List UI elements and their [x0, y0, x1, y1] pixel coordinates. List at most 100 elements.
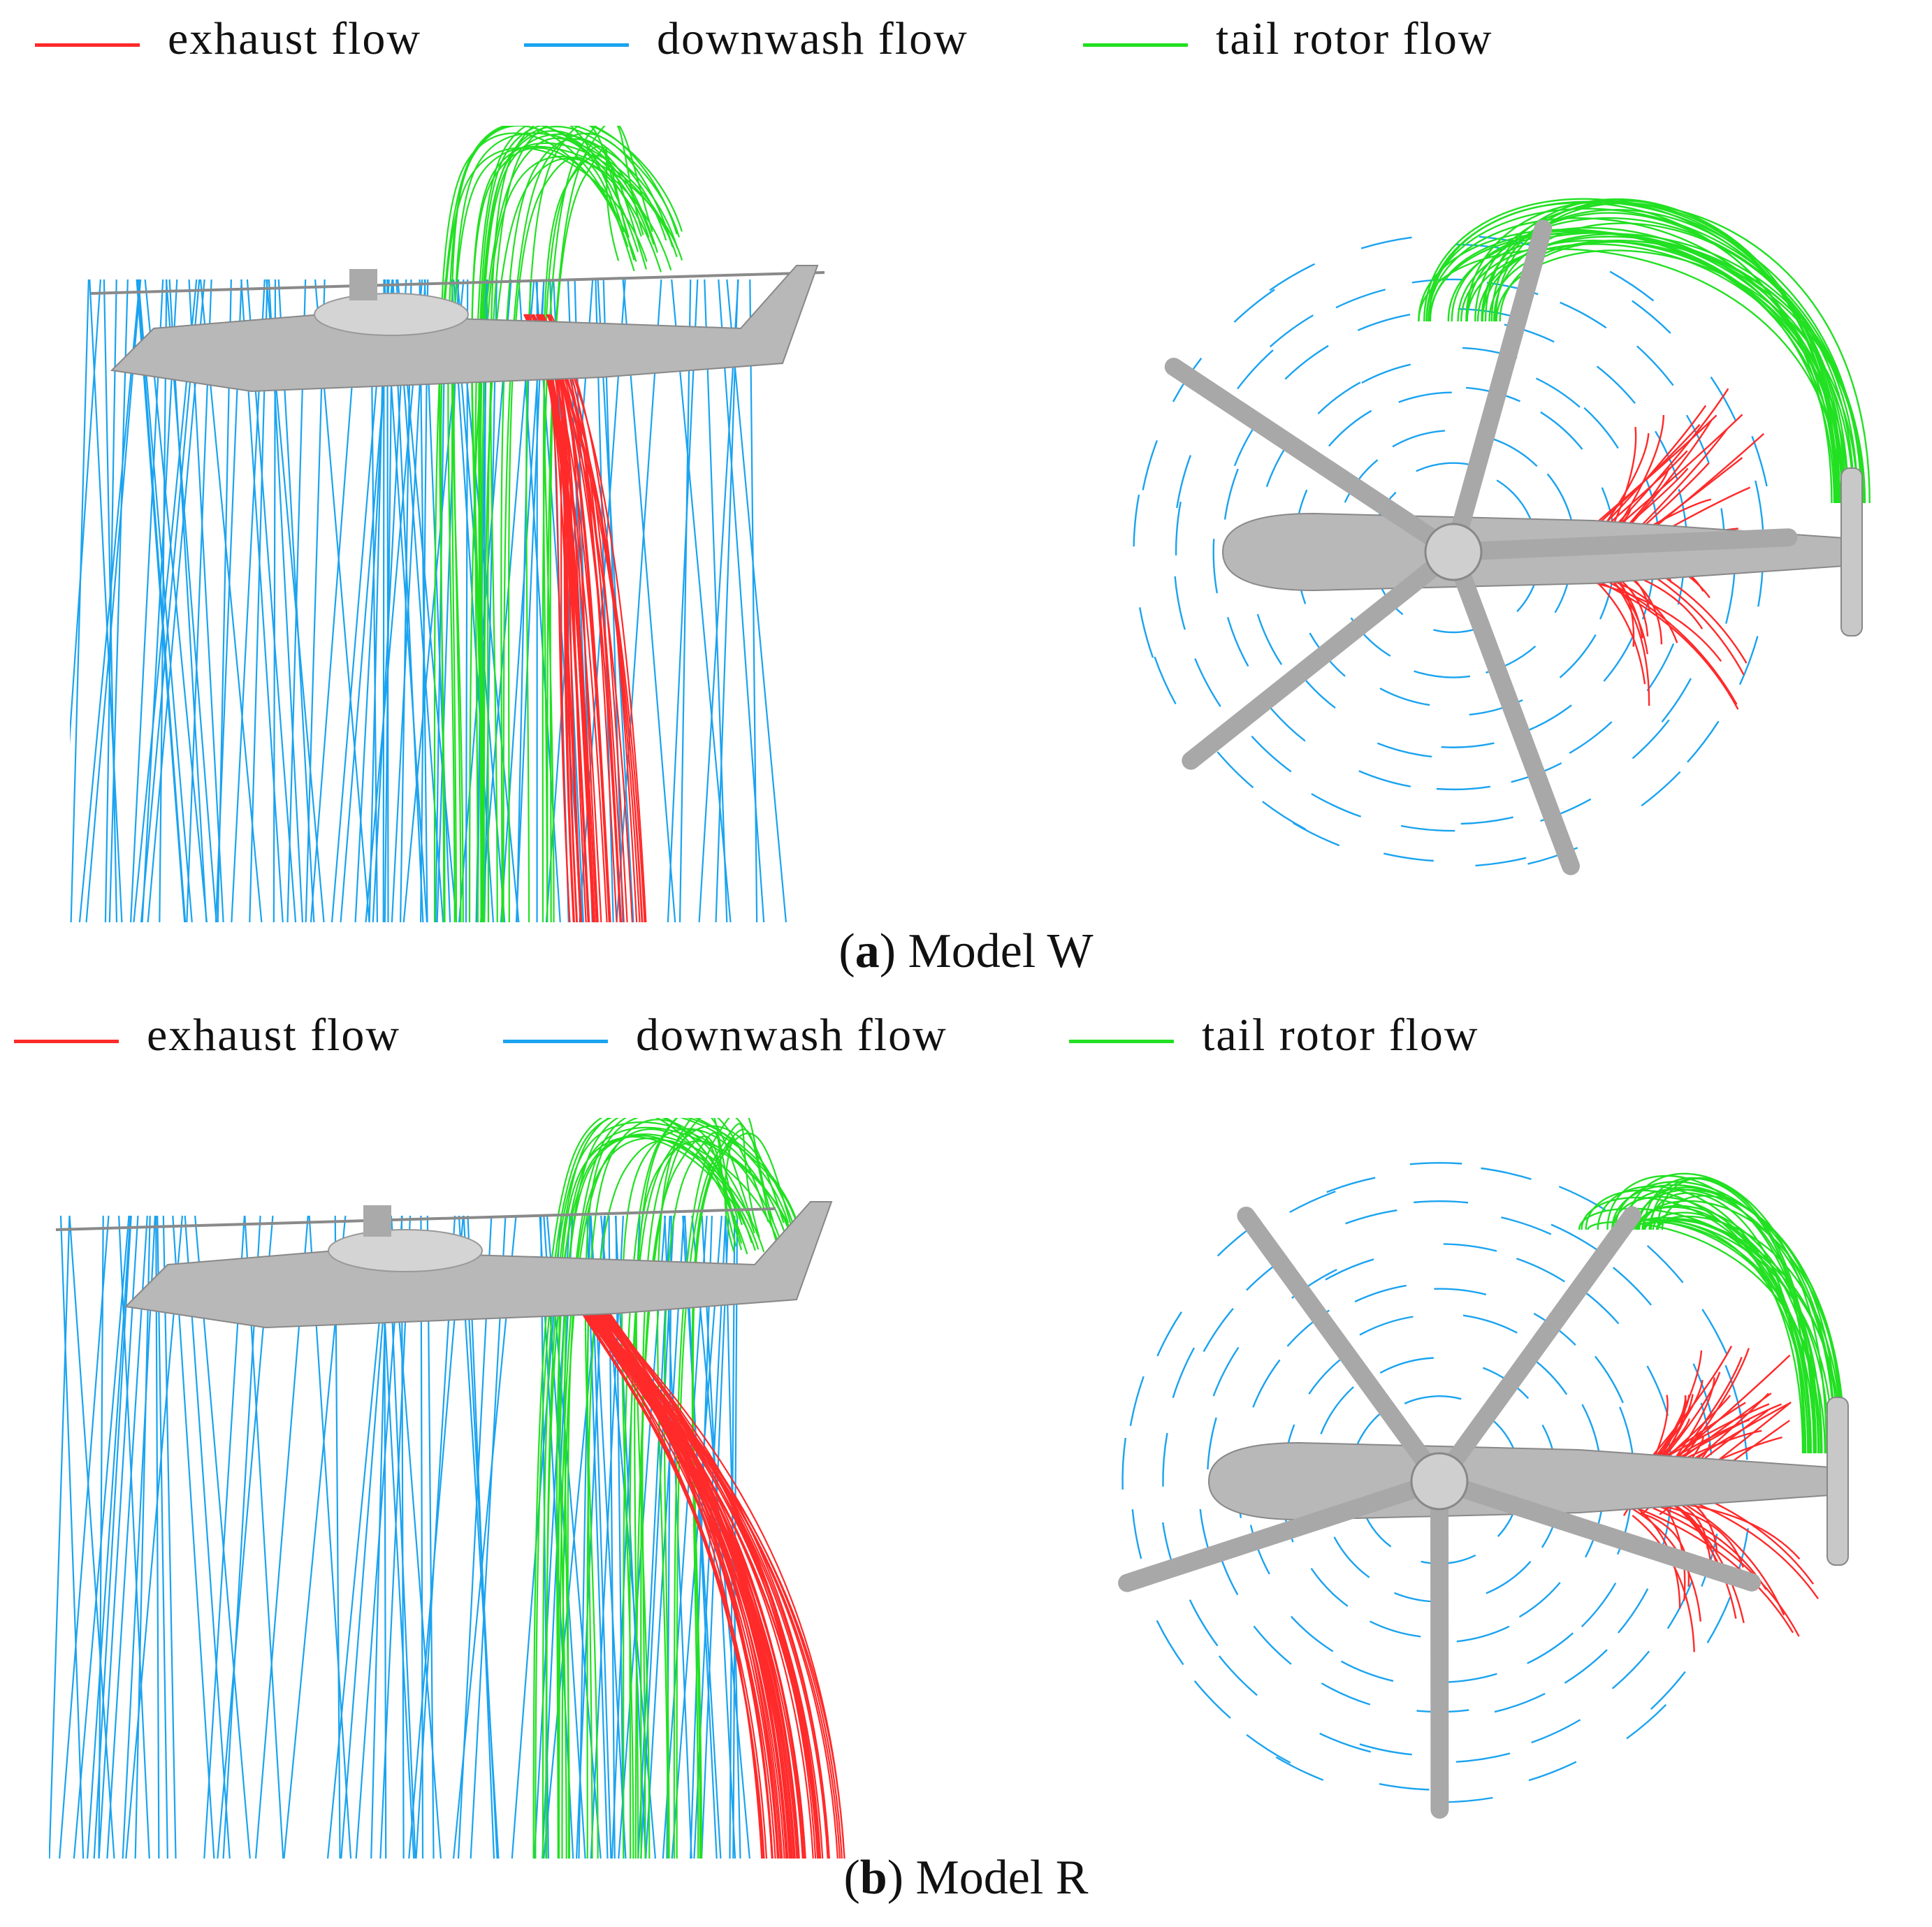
downwash-streamline — [108, 279, 129, 922]
downwash-streamline — [1133, 494, 1140, 547]
downwash-streamline — [144, 279, 208, 922]
caption-b-text: Model R — [915, 1851, 1089, 1905]
downwash-streamline — [1176, 455, 1192, 509]
downwash-streamline — [1504, 323, 1555, 343]
downwash-streamline — [1223, 468, 1239, 520]
downwash-streamline — [1490, 437, 1538, 467]
tail-rotor-streamline — [543, 154, 648, 922]
downwash-streamline — [1310, 1568, 1349, 1607]
downwash-streamline — [1469, 699, 1523, 716]
exhaust-streamline — [1632, 1515, 1695, 1652]
downwash-streamline — [93, 1215, 132, 1859]
downwash-streamline — [199, 279, 263, 922]
downwash-streamline — [698, 279, 739, 922]
downwash-streamline — [1535, 377, 1581, 408]
downwash-streamline — [159, 279, 168, 922]
downwash-streamline — [1414, 670, 1471, 678]
downwash-streamline — [1289, 1191, 1336, 1214]
downwash-streamline — [1359, 1316, 1414, 1336]
downwash-streamline — [386, 279, 389, 922]
tail-rotor-streamline — [451, 126, 642, 922]
tail-rotor-streamline — [525, 126, 630, 922]
downwash-streamline — [1603, 635, 1634, 682]
tail-rotor-streamline — [1614, 1181, 1837, 1454]
downwash-streamline — [172, 1215, 215, 1859]
rotor-hub — [1410, 1452, 1469, 1511]
tail-rotor-streamline — [468, 137, 639, 922]
downwash-streamline — [1256, 613, 1283, 665]
downwash-streamline — [136, 279, 186, 922]
downwash-streamline — [470, 1215, 507, 1859]
downwash-streamline — [1409, 1162, 1462, 1165]
rotor-blade — [1444, 543, 1580, 875]
downwash-streamline — [49, 1215, 71, 1859]
caption-a-letter: a — [855, 924, 880, 978]
tail-rotor-streamline — [1474, 202, 1871, 504]
downwash-streamline — [749, 279, 758, 922]
downwash-streamline — [1641, 771, 1681, 807]
downwash-streamline — [1269, 263, 1316, 291]
downwash-streamline — [1404, 1395, 1462, 1404]
downwash-streamline — [1710, 376, 1737, 422]
tail-rotor-streamline — [1620, 1188, 1836, 1454]
downwash-streamline — [715, 279, 739, 922]
downwash-streamline — [1701, 1309, 1728, 1355]
rotor-blade — [1164, 358, 1462, 561]
downwash-streamline — [1246, 1733, 1291, 1764]
downwash-streamline — [1443, 1243, 1497, 1252]
downwash-streamline — [516, 279, 532, 922]
downwash-streamline — [1527, 847, 1578, 865]
downwash-streamline — [1212, 1346, 1240, 1397]
downwash-streamline — [188, 279, 224, 922]
tail-rotor-streamline — [1465, 201, 1844, 504]
downwash-streamline — [89, 279, 123, 922]
tail-rotor-streamline — [542, 126, 653, 922]
tail-rotor-streamline — [640, 1135, 743, 1859]
downwash-streamline — [1357, 314, 1411, 331]
downwash-streamline — [1479, 235, 1531, 246]
downwash-streamline — [1379, 1357, 1434, 1374]
downwash-streamline — [1333, 1536, 1370, 1578]
downwash-streamline — [1581, 1404, 1601, 1457]
downwash-streamline — [1308, 1355, 1346, 1395]
downwash-streamline — [420, 279, 429, 922]
downwash-streamline — [134, 1215, 151, 1859]
downwash-streamline — [1416, 462, 1476, 472]
caption-a: (a) Model W — [838, 924, 1094, 978]
downwash-streamline — [1139, 607, 1154, 658]
tail-rotor-streamline — [546, 126, 644, 922]
downwash-streamline — [1379, 688, 1430, 706]
downwash-streamline — [1441, 742, 1495, 748]
downwash-streamline — [678, 279, 692, 922]
downwash-streamline — [1569, 721, 1613, 754]
downwash-streamline — [515, 279, 545, 922]
rotor-blade — [1444, 528, 1798, 561]
legend-a: exhaust flow downwash flow tail rotor fl… — [0, 7, 1932, 84]
caption-b: (b) Model R — [843, 1851, 1089, 1905]
downwash-streamline — [435, 279, 446, 922]
tail-rotor-streamline — [673, 1118, 774, 1859]
legend-label-downwash: downwash flow — [636, 1010, 947, 1061]
tail-rotor-streamline — [545, 1133, 781, 1859]
tail-rotor-streamline — [691, 1133, 799, 1859]
downwash-streamline — [129, 279, 164, 922]
downwash-streamline — [184, 1215, 231, 1859]
rotor-mast — [349, 269, 377, 300]
downwash-streamline — [1226, 616, 1249, 667]
tail-rotor-streamline — [586, 1140, 748, 1859]
downwash-streamline — [1383, 852, 1434, 862]
tail-rotor-streamline — [1657, 1177, 1810, 1454]
tail-rotor-streamline — [558, 1118, 790, 1859]
downwash-streamline — [1174, 576, 1186, 630]
downwash-streamline — [68, 1215, 115, 1859]
rotor-blade — [1118, 1472, 1448, 1592]
tail-rotor-streamline — [502, 132, 674, 922]
tail-rotor-streamline — [1632, 1216, 1830, 1454]
downwash-streamline — [1154, 656, 1177, 705]
downwash-streamline — [1328, 409, 1372, 447]
downwash-streamline — [140, 279, 201, 922]
downwash-streamline — [1320, 1386, 1354, 1434]
caption-a-text: Model W — [908, 924, 1094, 978]
tail-rotor-streamline — [1661, 1195, 1838, 1454]
tail-rotor-streamline — [1466, 217, 1859, 504]
